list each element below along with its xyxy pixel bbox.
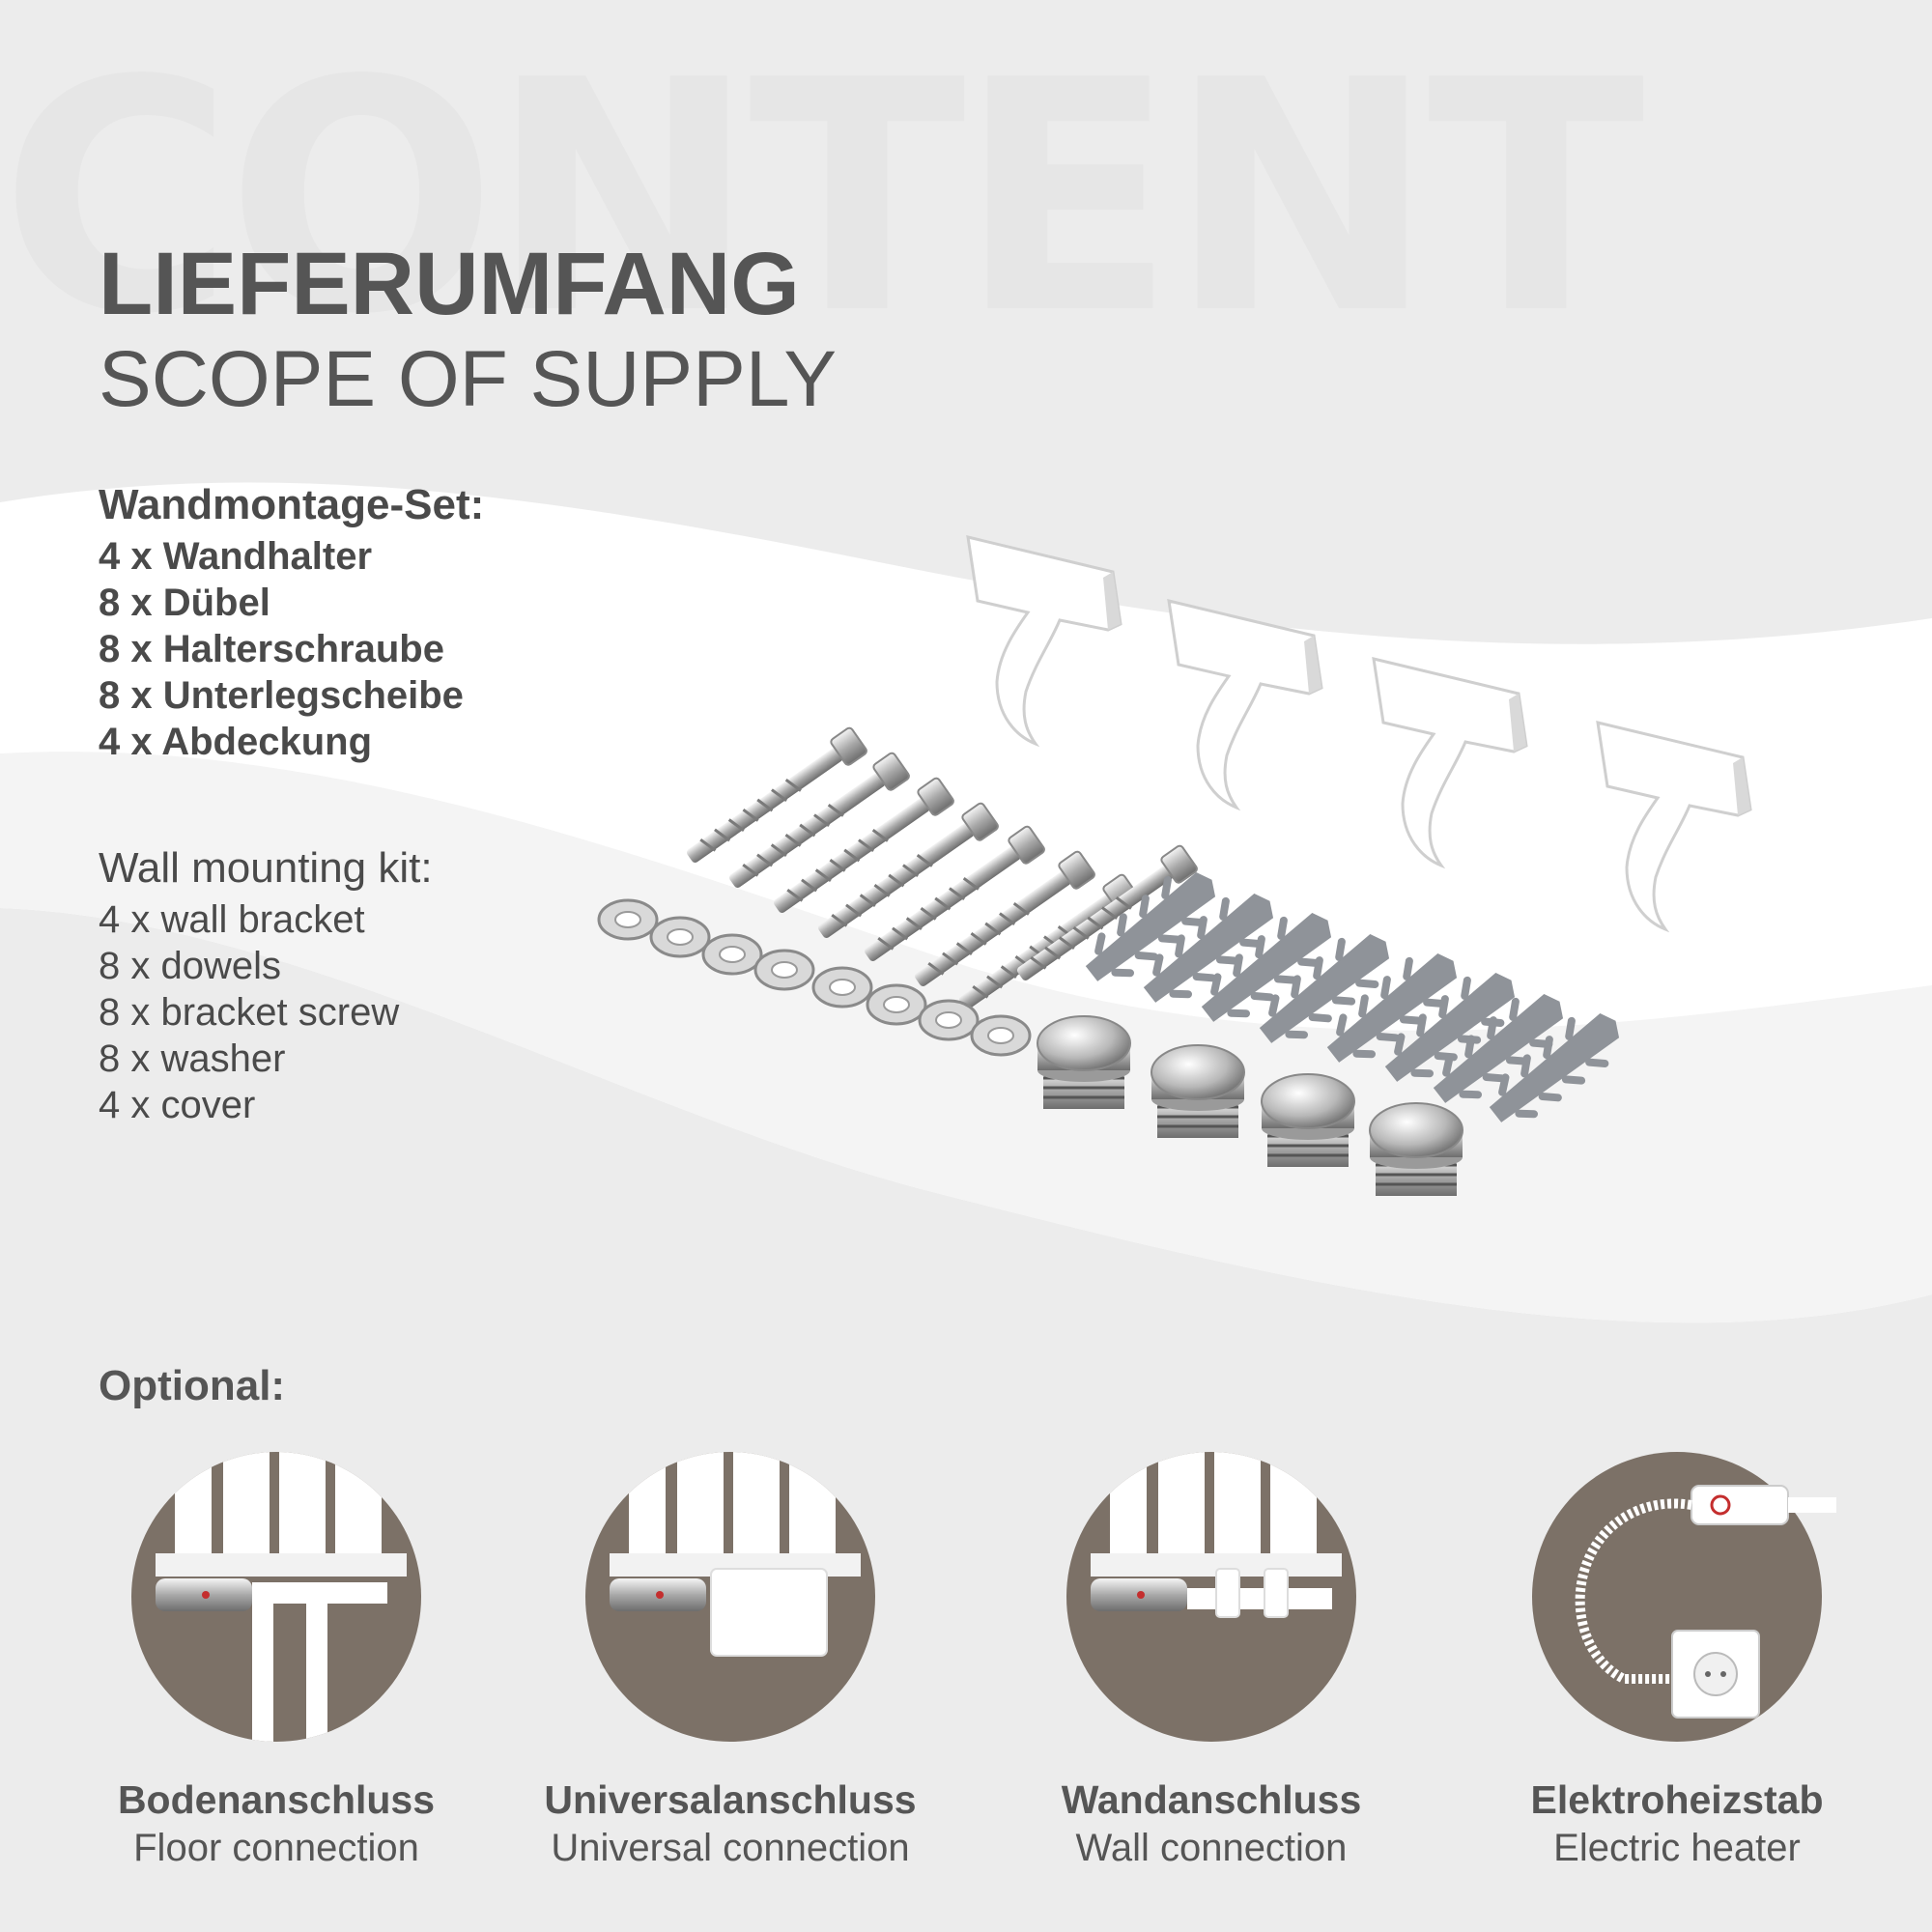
washer <box>597 898 1032 1057</box>
option-title-en: Wall connection <box>1075 1827 1348 1869</box>
content-watermark: CONTENT <box>0 13 1645 384</box>
kit-item-de: 4 x Wandhalter <box>99 535 373 578</box>
option-title-en: Floor connection <box>133 1827 419 1869</box>
option-title-de: Wandanschluss <box>1061 1777 1362 1822</box>
kit-item-en: 8 x dowels <box>99 945 281 987</box>
wall-connection-image <box>1066 1452 1356 1742</box>
kit-heading-en: Wall mounting kit: <box>99 844 433 892</box>
kit-item-de: 8 x Dübel <box>99 582 270 624</box>
option-title-en: Electric heater <box>1553 1827 1801 1869</box>
page-subtitle: SCOPE OF SUPPLY <box>99 335 838 423</box>
option-floor-connection: Bodenanschluss Floor connection <box>73 1437 479 1869</box>
kit-item-de: 4 x Abdeckung <box>99 721 373 763</box>
mounting-kit-illustration <box>597 535 1752 1198</box>
floor-connection-image <box>131 1452 421 1742</box>
kit-item-en: 8 x washer <box>99 1037 286 1080</box>
kit-item-en: 4 x cover <box>99 1084 256 1126</box>
option-title-de: Elektroheizstab <box>1530 1777 1824 1822</box>
universal-connection-image <box>585 1452 875 1742</box>
option-wall-connection: Wandanschluss Wall connection <box>1009 1437 1414 1869</box>
optional-heading: Optional: <box>99 1362 286 1409</box>
kit-item-en: 8 x bracket screw <box>99 991 400 1034</box>
kit-item-en: 4 x wall bracket <box>99 898 365 941</box>
kit-heading-de: Wandmontage-Set: <box>99 481 485 528</box>
kit-list-de: Wandmontage-Set: 4 x Wandhalter 8 x Dübe… <box>99 477 484 765</box>
page-title: LIEFERUMFANG <box>99 235 800 333</box>
option-title-de: Universalanschluss <box>544 1777 917 1822</box>
electric-heater-image <box>1532 1452 1836 1742</box>
kit-list-en: Wall mounting kit: 4 x wall bracket 8 x … <box>99 840 433 1128</box>
kit-item-de: 8 x Unterlegscheibe <box>99 674 464 717</box>
option-electric-heater: Elektroheizstab Electric heater <box>1474 1437 1880 1869</box>
kit-item-de: 8 x Halterschraube <box>99 628 444 670</box>
option-universal-connection: Universalanschluss Universal connection <box>527 1437 933 1869</box>
option-title-de: Bodenanschluss <box>117 1777 436 1822</box>
option-title-en: Universal connection <box>551 1827 910 1869</box>
